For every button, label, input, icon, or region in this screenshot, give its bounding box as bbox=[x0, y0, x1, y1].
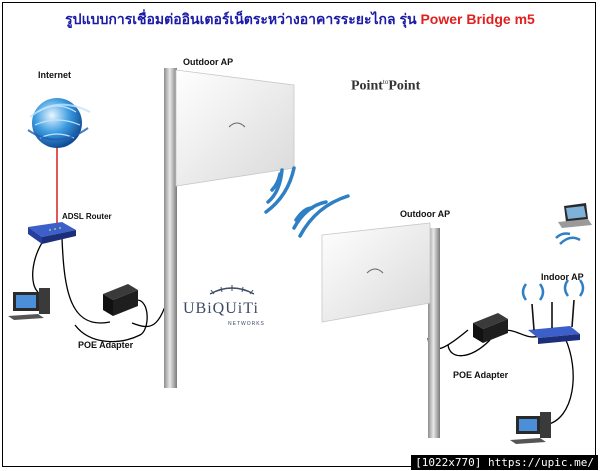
cable-poe1-to-ap1 bbox=[74, 299, 148, 343]
antenna-panel-icon bbox=[321, 222, 431, 323]
pole-1 bbox=[164, 68, 177, 388]
outdoor-ap-1-label: Outdoor AP bbox=[183, 57, 234, 67]
desktop-pc-icon bbox=[8, 288, 50, 320]
antenna-panel-icon bbox=[175, 69, 295, 187]
title-model: Power Bridge m5 bbox=[420, 11, 535, 27]
poe-adapter-1-label: POE Adapter bbox=[78, 340, 134, 350]
diagram-frame bbox=[2, 2, 596, 467]
internet-label: Internet bbox=[38, 70, 72, 80]
cable-router-to-pc bbox=[32, 237, 46, 293]
title-thai: รูปแบบการเชื่อมต่ออินเตอร์เน็ตระหว่างอาค… bbox=[65, 11, 417, 27]
poe-adapter-2-label: POE Adapter bbox=[453, 370, 509, 380]
watermark: [1022x770] https://upic.me/ bbox=[411, 455, 598, 470]
p2p-right: Point bbox=[388, 78, 421, 94]
ubiquiti-logo-text: UBiQUiTi bbox=[183, 300, 259, 317]
desktop-pc-icon bbox=[510, 412, 551, 444]
point-to-point-label: PointtoPoint bbox=[351, 78, 420, 95]
cable-poe2-return bbox=[447, 339, 491, 357]
diagram-title: รูปแบบการเชื่อมต่ออินเตอร์เน็ตระหว่างอาค… bbox=[0, 9, 600, 31]
cable-indoor-ap-to-pc bbox=[544, 337, 574, 426]
adsl-router-label: ADSL Router bbox=[62, 212, 112, 221]
laptop-icon bbox=[555, 203, 592, 245]
ubiquiti-logo-icon bbox=[209, 285, 255, 295]
wifi-waves-icon bbox=[264, 166, 350, 238]
poe-adapter-icon bbox=[103, 284, 138, 316]
globe-icon bbox=[27, 98, 91, 148]
outdoor-ap-2-label: Outdoor AP bbox=[400, 209, 451, 219]
pole-2 bbox=[428, 228, 440, 438]
ubiquiti-logo-subtext: NETWORKS bbox=[228, 321, 265, 327]
poe-adapter-icon bbox=[473, 313, 508, 343]
cable-router-to-poe bbox=[61, 237, 111, 324]
access-point-icon bbox=[521, 279, 585, 344]
p2p-left: Point bbox=[351, 78, 383, 94]
router-icon bbox=[28, 222, 76, 244]
indoor-ap-label: Indoor AP bbox=[541, 272, 584, 282]
p2p-mid: to bbox=[382, 78, 389, 86]
